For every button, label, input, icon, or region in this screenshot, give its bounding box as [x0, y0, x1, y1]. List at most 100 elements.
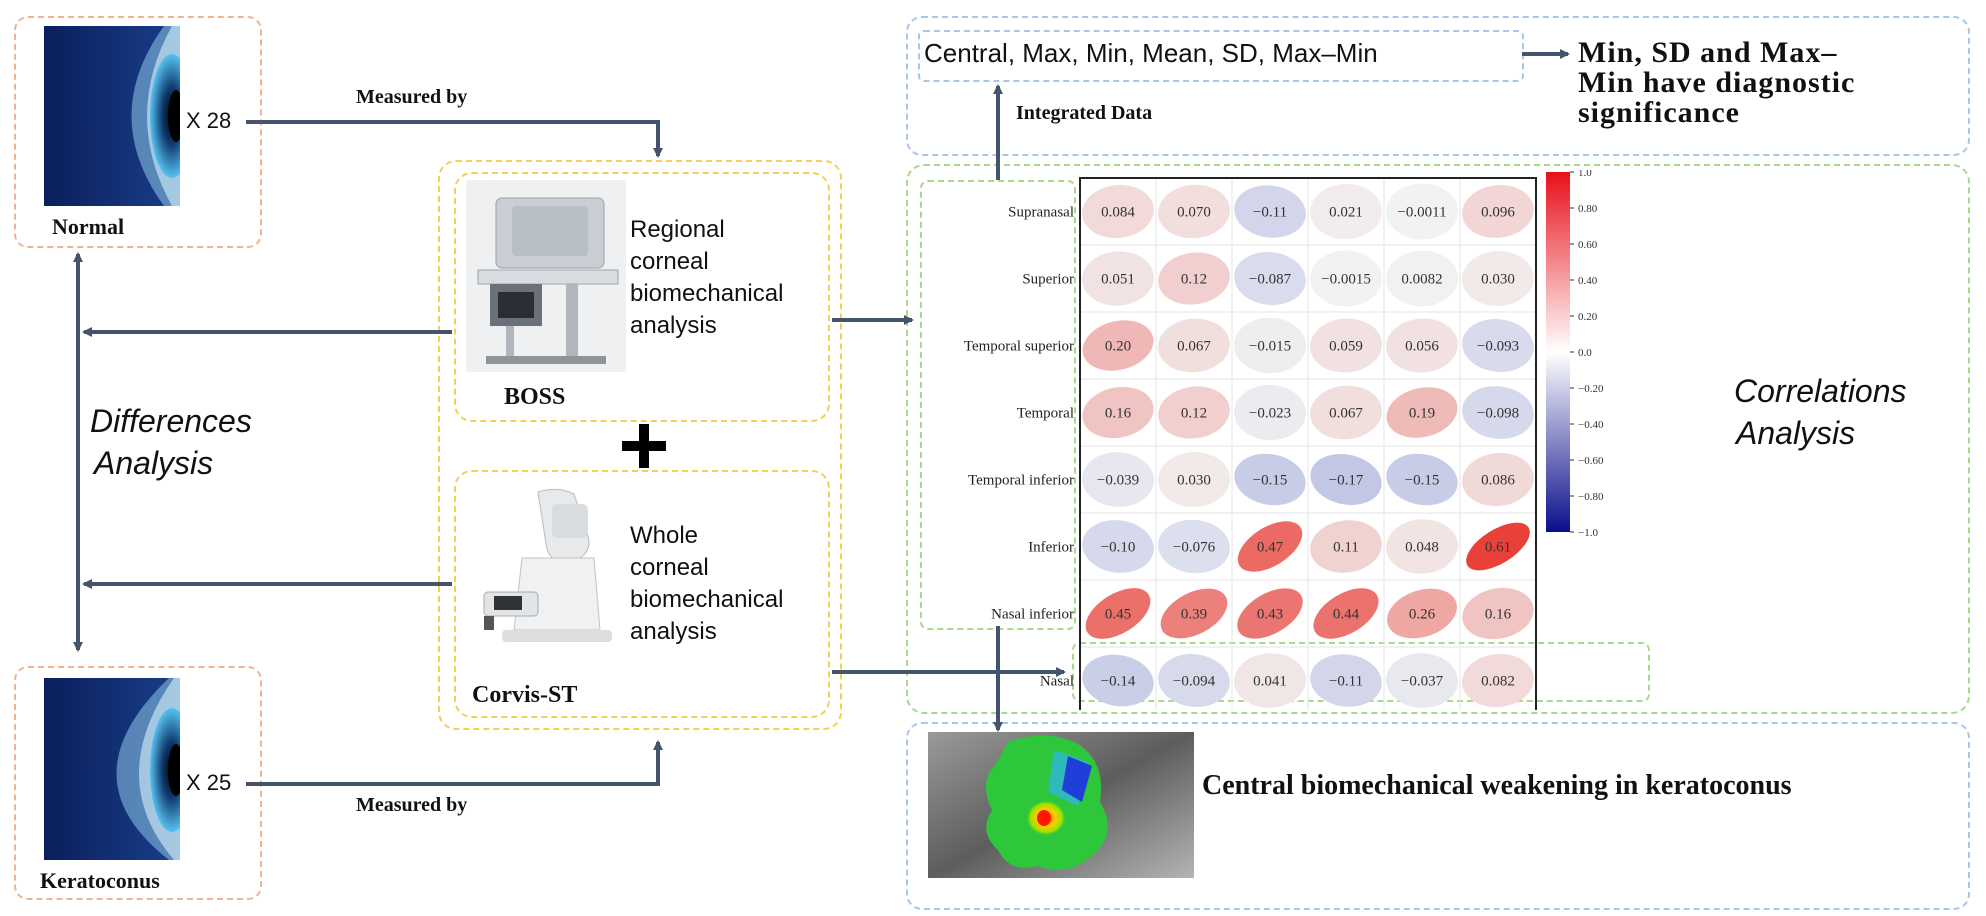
cell-value-label: 0.45 — [1105, 607, 1131, 623]
cell-value-label: 0.47 — [1257, 540, 1284, 556]
cell-value-label: 0.041 — [1253, 674, 1287, 690]
metrics-text: Central, Max, Min, Mean, SD, Max–Min — [924, 38, 1378, 68]
cell-value-label: −0.039 — [1097, 473, 1139, 489]
cell-value-label: 0.39 — [1181, 607, 1207, 623]
cell-value-label: −0.087 — [1249, 272, 1292, 288]
corvis-desc-line-1: Whole — [630, 522, 699, 549]
correlation-ellipse — [1310, 385, 1382, 440]
cell-value-label: 0.030 — [1177, 473, 1211, 489]
correlation-ellipse — [1387, 588, 1457, 639]
cell-value-label: −0.14 — [1101, 674, 1136, 690]
colorbar-tick-label: −0.40 — [1578, 419, 1604, 431]
colorbar-tick-label: 0.40 — [1578, 275, 1598, 287]
cell-value-label: 0.084 — [1101, 205, 1135, 221]
keratoconus-count: X 25 — [186, 770, 232, 795]
correlation-ellipse — [1310, 183, 1382, 240]
corvis-description: Whole corneal biomechanical analysis — [630, 520, 783, 648]
correlation-ellipse — [1462, 587, 1534, 640]
measured-by-bottom-label: Measured by — [356, 794, 468, 816]
cell-value-label: 0.070 — [1177, 205, 1211, 221]
conclusion-top-line-3: significance — [1578, 96, 1740, 129]
correlation-ellipse — [1158, 654, 1230, 707]
normal-count: X 28 — [186, 108, 232, 133]
integrated-data-label: Integrated Data — [1016, 102, 1153, 124]
cell-value-label: 0.048 — [1405, 540, 1439, 556]
boss-desc-line-3: biomechanical — [630, 280, 784, 307]
colorbar-tick-label: −1.0 — [1578, 527, 1598, 539]
corvis-label: Corvis-ST — [472, 682, 578, 708]
cell-value-label: 0.096 — [1481, 205, 1515, 221]
row-label: Nasal inferior — [991, 607, 1074, 623]
correlation-ellipse — [1158, 519, 1230, 574]
correlation-ellipse — [1158, 318, 1230, 373]
colorbar-tick-label: −0.80 — [1578, 491, 1604, 503]
correlation-ellipse — [1462, 653, 1534, 708]
colorbar-tick-label: 0.0 — [1578, 347, 1592, 359]
correlation-ellipse — [1234, 653, 1306, 708]
correlation-ellipse — [1462, 386, 1534, 439]
measured-by-top-label: Measured by — [356, 86, 468, 108]
cell-value-label: −0.11 — [1253, 205, 1287, 221]
cell-value-label: −0.10 — [1101, 540, 1136, 556]
conclusion-top-line-2: Min have diagnostic — [1578, 66, 1856, 99]
cell-value-label: −0.098 — [1477, 406, 1519, 422]
cell-value-label: 0.26 — [1409, 607, 1436, 623]
boss-label: BOSS — [504, 384, 566, 410]
cell-value-label: 0.067 — [1177, 339, 1211, 355]
cell-value-label: 0.12 — [1181, 406, 1207, 422]
cell-value-label: 0.0082 — [1401, 272, 1442, 288]
correlation-ellipse — [1234, 384, 1306, 441]
correlation-ellipse — [1386, 519, 1458, 574]
correlation-ellipse — [1386, 183, 1458, 240]
correlations-line-2: Analysis — [1736, 415, 1856, 451]
cell-value-label: 0.051 — [1101, 272, 1135, 288]
plus-sign — [622, 424, 666, 468]
correlation-ellipse — [1082, 452, 1154, 507]
row-label: Inferior — [1028, 540, 1074, 556]
cell-value-label: 0.11 — [1333, 540, 1359, 556]
differences-line-2: Analysis — [94, 445, 214, 481]
colorbar-tick-label: 0.80 — [1578, 203, 1598, 215]
correlation-ellipse — [1158, 184, 1230, 239]
corvis-device-image — [462, 480, 622, 656]
cell-value-label: 0.086 — [1481, 473, 1515, 489]
correlation-ellipse — [1386, 250, 1458, 307]
cell-value-label: 0.059 — [1329, 339, 1363, 355]
correlation-ellipse — [1313, 588, 1379, 639]
cell-value-label: 0.20 — [1105, 339, 1131, 355]
correlation-ellipse — [1085, 588, 1151, 639]
correlation-ellipse — [1310, 520, 1382, 573]
correlation-ellipse — [1158, 386, 1230, 439]
correlations-line-1: Correlations — [1734, 373, 1907, 409]
cell-value-label: 0.44 — [1333, 607, 1360, 623]
correlation-ellipse — [1158, 452, 1230, 507]
correlations-analysis-label: Correlations Analysis — [1734, 370, 1907, 454]
cell-value-label: −0.15 — [1405, 473, 1440, 489]
colorbar-tick-label: 1.0 — [1578, 170, 1592, 179]
row-label: Temporal inferior — [968, 473, 1074, 489]
correlation-ellipse — [1160, 588, 1228, 639]
correlation-ellipse — [1082, 320, 1154, 371]
cell-value-label: 0.030 — [1481, 272, 1515, 288]
cell-value-label: −0.17 — [1329, 473, 1364, 489]
correlation-outer-box — [906, 164, 1970, 714]
correlation-ellipse — [1158, 252, 1230, 305]
correlation-ellipse — [1082, 386, 1154, 439]
cell-value-label: −0.0015 — [1321, 272, 1371, 288]
conclusion-top: Min, SD and Max– Min have diagnostic sig… — [1578, 38, 1855, 128]
correlation-ellipse — [1462, 251, 1534, 306]
conclusion-top-line-1: Min, SD and Max– — [1578, 36, 1838, 69]
cell-value-label: −0.015 — [1249, 339, 1291, 355]
correlation-ellipse — [1310, 318, 1382, 373]
keratoconus-label: Keratoconus — [40, 868, 160, 893]
correlation-ellipse — [1462, 452, 1534, 507]
colorbar-tick-label: −0.20 — [1578, 383, 1604, 395]
row-label: Temporal superior — [964, 339, 1074, 355]
correlation-ellipse — [1386, 653, 1458, 708]
normal-group-box — [14, 16, 262, 248]
cell-value-label: −0.037 — [1401, 674, 1444, 690]
correlation-ellipse — [1234, 317, 1306, 374]
correlation-ellipse — [1310, 654, 1382, 707]
colorbar-tick-label: 0.60 — [1578, 239, 1598, 251]
